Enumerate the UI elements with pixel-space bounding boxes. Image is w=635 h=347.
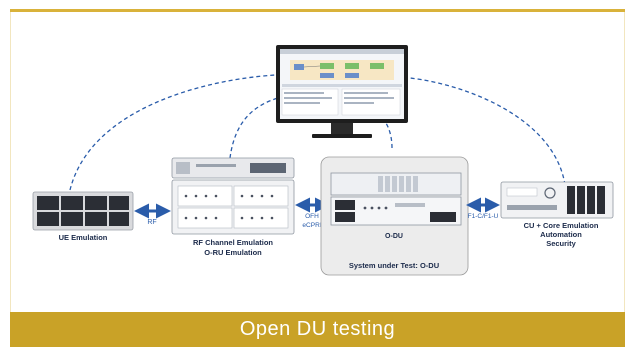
monitor-icon [276, 45, 408, 138]
ue-emulator-rack [32, 191, 134, 231]
dashed-link-rf [229, 97, 279, 159]
automation-label: Automation [540, 230, 582, 239]
footer-title: Open DU testing [239, 318, 396, 340]
ue-emulation-label: UE Emulation [59, 233, 108, 242]
cu-core-emulation-label: CU + Core Emulation [524, 221, 599, 230]
rf-link-label: RF [147, 219, 156, 226]
cu-core-emulator-chassis [500, 181, 614, 219]
oru-emulation-label: O-RU Emulation [204, 248, 262, 257]
top-border [10, 9, 625, 12]
ofh-link-label: OFH [305, 213, 319, 220]
footer-banner: Open DU testing [10, 312, 625, 347]
right-border [624, 12, 625, 312]
odu-label: O-DU [385, 233, 403, 240]
left-border [10, 12, 11, 312]
odu-chassis [330, 172, 462, 226]
topology-diagram: UE Emulation RF RF Channel Emulation O-R… [32, 45, 614, 276]
rf-channel-emulation-label: RF Channel Emulation [193, 238, 273, 247]
dashed-link-ue [69, 74, 276, 191]
f1-link-label: F1-C/F1-U [468, 213, 499, 220]
rf-channel-emulator-chassis [171, 157, 295, 235]
ecpri-link-label: eCPRI [302, 222, 321, 229]
security-label: Security [546, 239, 576, 248]
system-under-test-label: System under Test: O-DU [349, 261, 439, 270]
dashed-link-cu [409, 77, 566, 186]
